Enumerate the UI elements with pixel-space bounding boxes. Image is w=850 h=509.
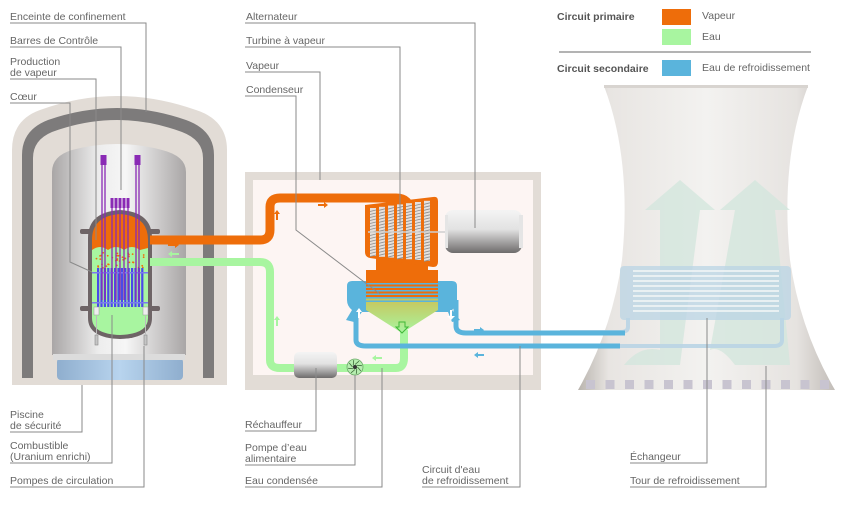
fuel-rod xyxy=(117,268,119,307)
fuel-rod xyxy=(97,268,99,307)
legend-label-water: Eau xyxy=(702,32,721,43)
alternator xyxy=(445,210,523,253)
legend-swatch-water xyxy=(662,29,691,45)
condenser-tube xyxy=(366,301,438,303)
label-fuel-2: (Uranium enrichi) xyxy=(10,452,91,463)
vent xyxy=(586,380,595,389)
legend-label-cooling: Eau de refroidissement xyxy=(702,63,810,74)
condenser-tube xyxy=(366,287,438,289)
label-safety-pool-2: de sécurité xyxy=(10,421,61,432)
label-reheater: Réchauffeur xyxy=(245,420,302,431)
legend-label-steam: Vapeur xyxy=(702,11,735,22)
feedwater-pump xyxy=(347,359,363,375)
condenser-tube xyxy=(366,297,438,299)
label-alternator: Alternateur xyxy=(246,12,297,23)
vent xyxy=(645,380,654,389)
fuel-rod xyxy=(141,268,143,307)
vent xyxy=(742,380,751,389)
label-condensed-water: Eau condensée xyxy=(245,476,318,487)
label-steam: Vapeur xyxy=(246,61,279,72)
circulation-pump-right xyxy=(144,335,147,345)
vent xyxy=(820,380,829,389)
legend-swatch-steam xyxy=(662,9,691,25)
fuel-rod xyxy=(131,268,133,307)
label-control-rods: Barres de Contrôle xyxy=(10,36,98,47)
vent xyxy=(801,380,810,389)
vent xyxy=(664,380,673,389)
label-cooling-circuit-2: de refroidissement xyxy=(422,476,508,487)
legend-divider xyxy=(559,51,811,53)
vent xyxy=(684,380,693,389)
label-cooling-tower: Tour de refroidissement xyxy=(630,476,740,487)
label-containment: Enceinte de confinement xyxy=(10,12,126,23)
vent xyxy=(781,380,790,389)
label-feedwater-pump-2: alimentaire xyxy=(245,454,296,465)
condenser-tube xyxy=(366,283,438,285)
vent xyxy=(723,380,732,389)
vent xyxy=(606,380,615,389)
label-condenser: Condenseur xyxy=(246,85,303,96)
fuel-rod xyxy=(107,268,109,307)
label-steam-turbine: Turbine à vapeur xyxy=(246,36,325,47)
legend-group-secondary: Circuit secondaire xyxy=(557,63,649,75)
circulation-pump-left xyxy=(95,335,98,345)
label-exchanger: Échangeur xyxy=(630,452,681,463)
label-steam-production-2: de vapeur xyxy=(10,68,57,79)
fuel-rod xyxy=(121,268,123,307)
legend-swatch-cooling xyxy=(662,60,691,76)
label-core: Cœur xyxy=(10,92,37,103)
label-circulation-pumps: Pompes de circulation xyxy=(10,476,113,487)
vent xyxy=(625,380,634,389)
condenser-tube xyxy=(366,294,438,296)
legend-group-primary: Circuit primaire xyxy=(557,11,635,23)
safety-pool xyxy=(57,358,183,380)
